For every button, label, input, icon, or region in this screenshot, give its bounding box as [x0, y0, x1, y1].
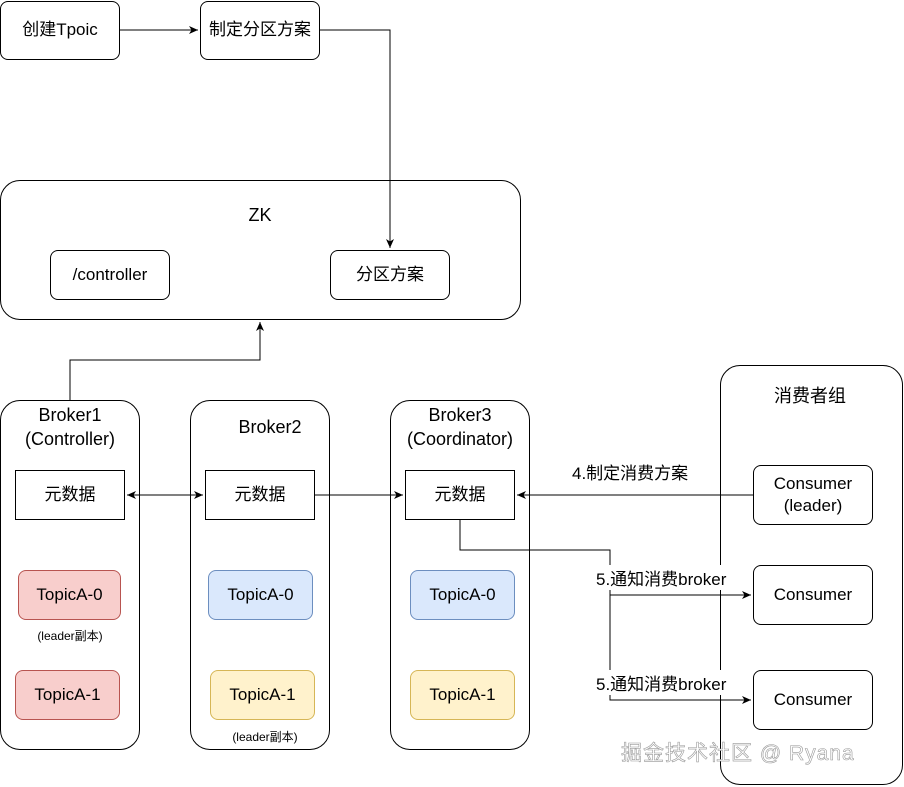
broker1-metadata: 元数据: [15, 470, 125, 520]
consumer-leader: Consumer (leader): [753, 465, 873, 525]
broker3-metadata: 元数据: [405, 470, 515, 520]
zk-title: ZK: [248, 205, 272, 225]
edge-broker1-to-zk: [69, 322, 264, 400]
broker2-metadata-label: 元数据: [234, 484, 286, 504]
consumer-1-label: Consumer: [773, 584, 853, 604]
watermark-text: 掘金技术社区 @ Ryana: [621, 742, 855, 766]
broker1-topic-a0: TopicA-0: [18, 570, 121, 620]
broker1-metadata-label: 元数据: [44, 484, 96, 504]
broker2-title: Broker2: [238, 417, 302, 437]
broker1-leader-note: (leader副本): [37, 629, 103, 643]
make-partition-plan-label: 制定分区方案: [209, 20, 311, 40]
zk-partition-plan-label: 分区方案: [356, 264, 424, 284]
broker3-topic-a0-label: TopicA-0: [429, 584, 496, 604]
broker1-topic-a1: TopicA-1: [15, 670, 120, 720]
consumer-2-label: Consumer: [773, 689, 853, 709]
consumer-1: Consumer: [753, 565, 873, 625]
edge-label-notify-2: 5.通知消费broker: [596, 670, 727, 695]
consumer-2: Consumer: [753, 670, 873, 730]
broker2-topic-a0-label: TopicA-0: [227, 584, 294, 604]
broker2-topic-a0: TopicA-0: [208, 570, 313, 620]
create-topic-box: 创建Tpoic: [0, 1, 120, 60]
zk-partition-plan-node: 分区方案: [330, 250, 450, 300]
broker3-metadata-label: 元数据: [434, 484, 486, 504]
broker3-topic-a0: TopicA-0: [410, 570, 515, 620]
broker3-title: Broker3 (Coordinator): [406, 405, 514, 450]
zk-controller-label: /controller: [72, 264, 148, 284]
broker2-topic-a1: TopicA-1: [210, 670, 315, 720]
edge-label-notify-1: 5.通知消费broker: [596, 565, 727, 590]
consumer-group-title: 消费者组: [774, 386, 846, 406]
create-topic-label: 创建Tpoic: [22, 20, 98, 40]
consumer-leader-label: Consumer (leader): [773, 473, 853, 515]
broker1-title: Broker1 (Controller): [24, 405, 116, 450]
broker1-topic-a1-label: TopicA-1: [34, 684, 101, 704]
broker2-leader-note: (leader副本): [232, 730, 298, 744]
broker2-topic-a1-label: TopicA-1: [229, 684, 296, 704]
broker2-metadata: 元数据: [205, 470, 315, 520]
make-partition-plan-box: 制定分区方案: [200, 1, 320, 60]
broker1-topic-a0-label: TopicA-0: [36, 584, 103, 604]
broker3-topic-a1-label: TopicA-1: [429, 684, 496, 704]
zk-controller-node: /controller: [50, 250, 170, 300]
edge-label-consume-plan: 4.制定消费方案: [572, 459, 689, 484]
broker3-topic-a1: TopicA-1: [410, 670, 515, 720]
